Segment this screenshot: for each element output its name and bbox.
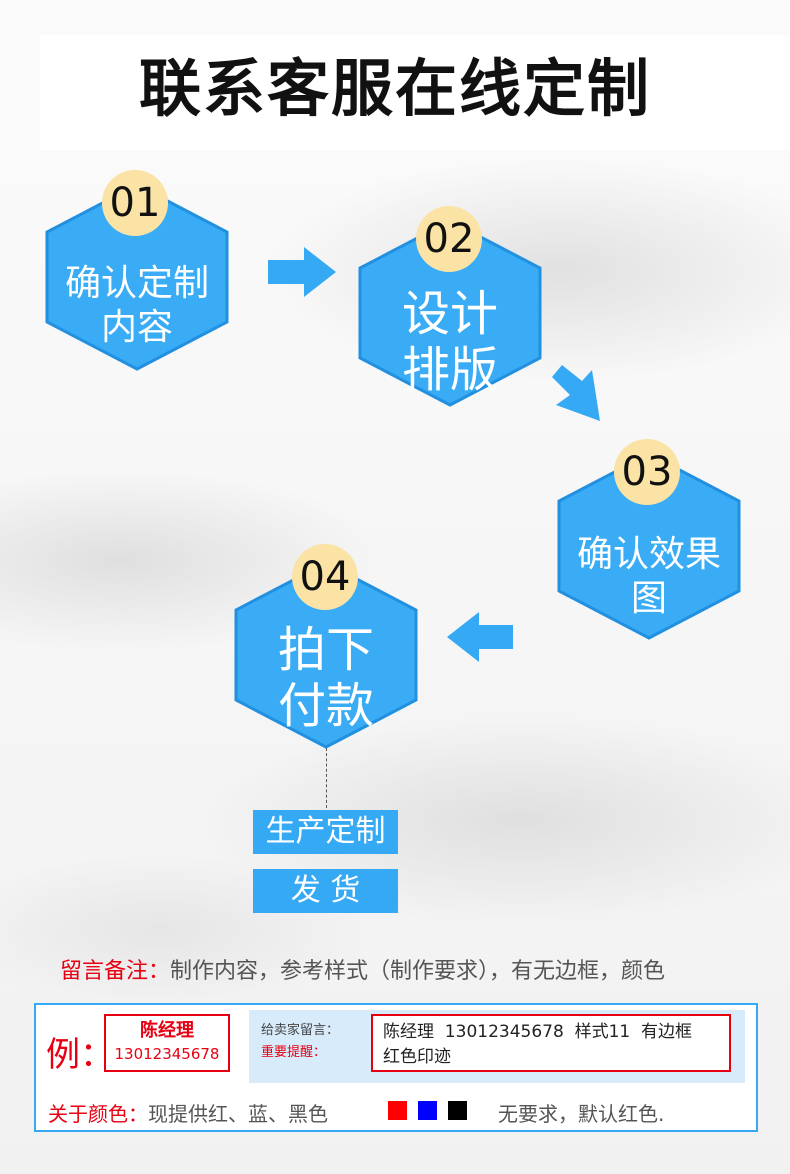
color-info: 关于颜色：现提供红、蓝、黑色	[48, 1098, 328, 1127]
shipping-tag: 发 货	[253, 869, 398, 913]
blue-swatch	[418, 1101, 437, 1120]
example-label: 例：	[46, 1035, 114, 1075]
title-band	[40, 35, 790, 150]
page-title: 联系客服在线定制	[138, 52, 651, 125]
dashed-connector	[326, 748, 327, 808]
color-text: 现提供红、蓝、黑色	[148, 1102, 328, 1126]
message-line-1: 陈经理 13012345678 样式11 有边框	[383, 1022, 693, 1042]
step-03-label-2: 图	[630, 578, 667, 619]
production-tag: 生产定制	[253, 810, 398, 854]
arrow-left-icon	[447, 612, 513, 662]
step-02-number: 02	[416, 206, 482, 272]
contact-name: 陈经理	[140, 1020, 194, 1041]
step-01-number: 01	[102, 170, 168, 236]
color-label: 关于颜色：	[48, 1102, 148, 1126]
arrow-down-right-icon	[552, 365, 600, 421]
step-02-label-2: 排版	[401, 342, 498, 398]
message-textbox: 陈经理 13012345678 样式11 有边框 红色印迹	[371, 1014, 731, 1072]
step-03-number: 03	[614, 439, 680, 505]
step-01-label-1: 确认定制	[64, 263, 209, 304]
remark-text: 制作内容，参考样式（制作要求），有无边框，颜色	[170, 959, 666, 984]
step-01-hexagon: 确认定制 内容	[44, 182, 230, 372]
black-swatch	[448, 1101, 467, 1120]
seller-message-label: 给卖家留言：	[261, 1023, 340, 1038]
step-03-label-1: 确认效果	[576, 534, 721, 575]
step-04-label-2: 付款	[277, 678, 374, 734]
red-swatch	[388, 1101, 407, 1120]
default-color-note: 无要求，默认红色.	[498, 1102, 665, 1126]
contact-phone: 13012345678	[114, 1045, 220, 1063]
reminder-label: 重要提醒：	[261, 1045, 327, 1060]
arrow-right-icon	[268, 247, 336, 297]
step-03-hexagon: 确认效果 图	[556, 451, 742, 641]
step-04-hexagon: 拍下 付款	[233, 560, 419, 750]
step-02-hexagon: 设计 排版	[357, 218, 543, 408]
step-04-number: 04	[292, 544, 358, 610]
remark-note: 留言备注：制作内容，参考样式（制作要求），有无边框，颜色	[60, 953, 665, 985]
contact-card: 陈经理 13012345678	[104, 1014, 230, 1072]
step-02-label-1: 设计	[401, 286, 498, 342]
message-line-2: 红色印迹	[383, 1047, 451, 1067]
remark-label: 留言备注：	[60, 959, 171, 984]
step-04-label-1: 拍下	[277, 622, 374, 678]
step-01-label-2: 内容	[100, 307, 173, 348]
